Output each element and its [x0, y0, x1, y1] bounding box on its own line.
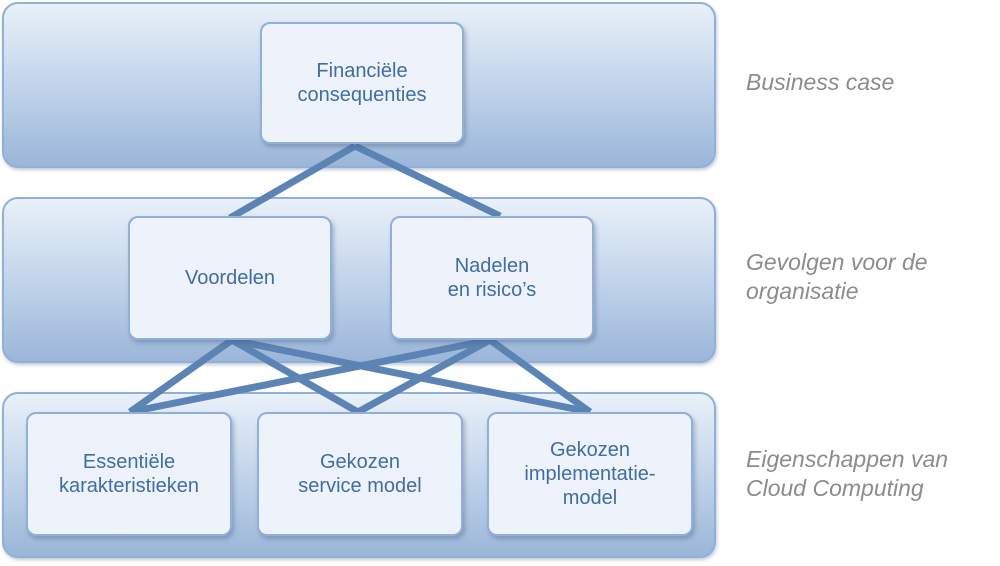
- link-disadvantages-essential: [129, 336, 491, 416]
- link-financial-disadvantages: [353, 142, 502, 220]
- layer-label-cloud-computing: Eigenschappen van Cloud Computing: [746, 446, 949, 501]
- node-deployment-model-text: Gekozen implementatie- model: [524, 439, 656, 509]
- link-disadvantages-service: [356, 336, 492, 416]
- node-service-model: Gekozen service model: [257, 412, 463, 536]
- link-financial-advantages: [228, 142, 357, 222]
- link-advantages-essential: [127, 337, 235, 415]
- node-essential-characteristics-text: Essentiële karakteristieken: [58, 451, 200, 497]
- node-advantages: Voordelen: [128, 216, 332, 340]
- layer-band-organisation: [2, 197, 716, 363]
- link-disadvantages-deployment: [487, 337, 593, 415]
- link-advantages-deployment: [231, 336, 591, 416]
- node-service-model-text: Gekozen service model: [298, 451, 422, 497]
- node-disadvantages-risks-text: Nadelen en risico’s: [447, 255, 537, 301]
- node-disadvantages-risks: Nadelen en risico’s: [390, 216, 594, 340]
- node-financial-consequences: Financiële consequenties: [260, 22, 464, 144]
- node-financial-consequences-text: Financiële consequenties: [297, 60, 427, 106]
- node-deployment-model: Gekozen implementatie- model: [487, 412, 693, 536]
- layer-label-organisation: Gevolgen voor de organisatie: [746, 249, 928, 304]
- layer-label-business-case: Business case: [746, 69, 895, 95]
- node-advantages-text: Voordelen: [184, 267, 276, 289]
- node-essential-characteristics: Essentiële karakteristieken: [26, 412, 232, 536]
